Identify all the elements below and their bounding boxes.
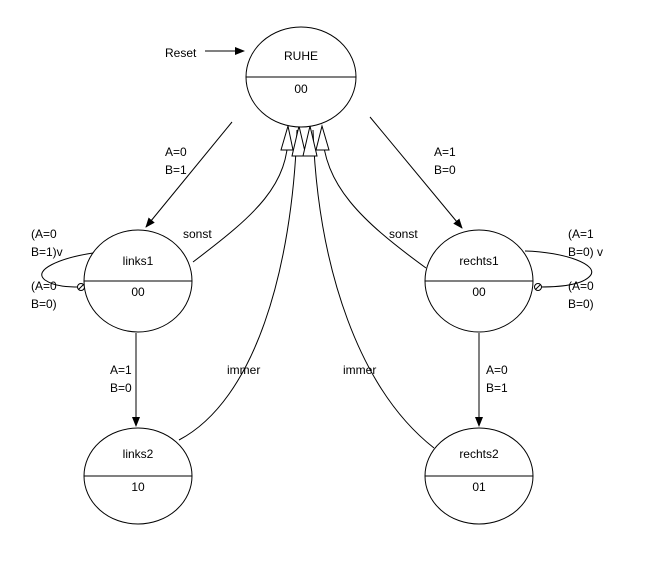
label-rechts1-self-4: B=0) <box>568 297 594 311</box>
arrowhead-rechts1-sonst <box>315 124 330 151</box>
arrow-rechts2-immer-to-ruhe <box>312 129 435 449</box>
label-rechts1-self-2: B=0) v <box>568 245 603 259</box>
self-loop-rechts1 <box>524 250 593 288</box>
self-loop-rechts1-marker <box>534 283 542 291</box>
label-links1-self-3: (A=0 <box>31 279 57 293</box>
label-links1-links2-b: B=0 <box>110 381 132 395</box>
state-links2-name: links2 <box>123 447 154 461</box>
state-links1[interactable]: links1 00 <box>83 229 193 333</box>
state-rechts1[interactable]: rechts1 00 <box>424 229 534 333</box>
state-rechts1-name: rechts1 <box>459 254 499 268</box>
label-ruhe-links1-a: A=0 <box>165 145 187 159</box>
arrowhead-links1-sonst <box>280 125 294 151</box>
label-links2-immer: immer <box>227 363 260 377</box>
label-rechts1-rechts2-b: B=1 <box>486 381 508 395</box>
state-ruhe-output: 00 <box>294 82 308 96</box>
label-links1-links2-a: A=1 <box>110 363 132 377</box>
label-rechts1-rechts2-a: A=0 <box>486 363 508 377</box>
state-links2[interactable]: links2 10 <box>83 427 193 525</box>
arrow-ruhe-to-links1 <box>145 121 233 228</box>
state-rechts1-output: 00 <box>472 285 486 299</box>
label-rechts1-self-1: (A=1 <box>568 227 594 241</box>
state-ruhe-name: RUHE <box>284 49 318 63</box>
label-links1-sonst: sonst <box>183 227 212 241</box>
label-links1-self-2: B=1)v <box>31 245 63 259</box>
state-links1-output: 00 <box>131 285 145 299</box>
reset-label: Reset <box>165 46 197 60</box>
arrowhead-rechts2-immer <box>302 125 318 157</box>
self-loop-links1-marker <box>77 283 85 291</box>
arrow-links1-sonst-to-ruhe <box>192 129 289 263</box>
label-rechts2-immer: immer <box>343 363 376 377</box>
arrow-links2-immer-to-ruhe <box>178 129 298 441</box>
label-ruhe-rechts1-b: B=0 <box>434 163 456 177</box>
state-links1-name: links1 <box>123 254 154 268</box>
arrow-ruhe-to-rechts1 <box>369 116 463 229</box>
arrow-rechts1-sonst-to-ruhe <box>321 129 427 269</box>
self-loop-links1 <box>41 252 94 288</box>
label-rechts1-sonst: sonst <box>389 227 418 241</box>
label-links1-self-4: B=0) <box>31 297 57 311</box>
label-links1-self-1: (A=0 <box>31 227 57 241</box>
state-rechts2[interactable]: rechts2 01 <box>424 427 534 525</box>
label-rechts1-self-3: (A=0 <box>568 279 594 293</box>
label-ruhe-links1-b: B=1 <box>165 163 187 177</box>
label-ruhe-rechts1-a: A=1 <box>434 145 456 159</box>
state-links2-output: 10 <box>131 480 145 494</box>
arrowhead-links2-immer <box>291 125 307 157</box>
state-rechts2-output: 01 <box>472 480 486 494</box>
state-ruhe[interactable]: RUHE 00 <box>245 26 357 128</box>
state-rechts2-name: rechts2 <box>459 447 499 461</box>
